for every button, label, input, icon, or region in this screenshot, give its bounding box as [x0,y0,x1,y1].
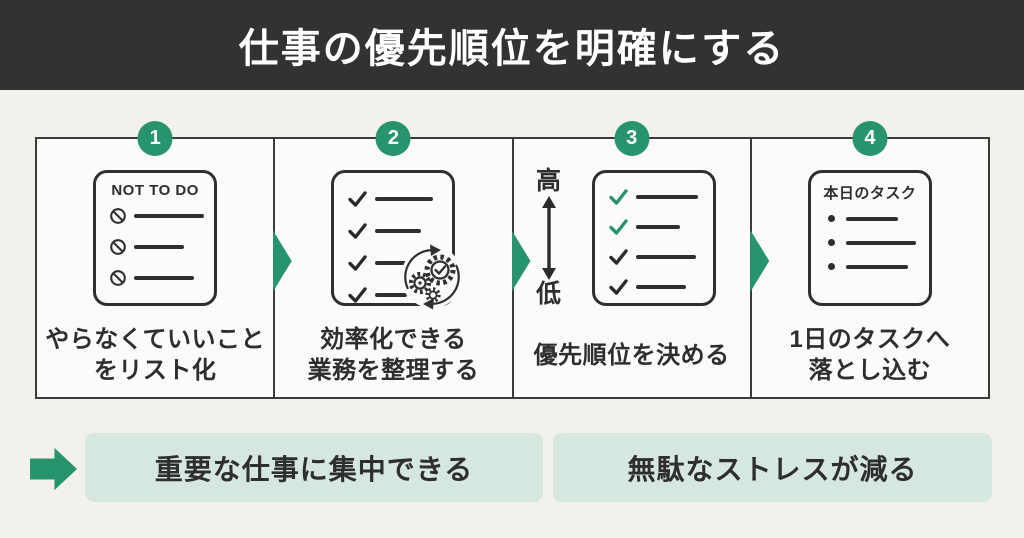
bullet-icon [827,215,835,222]
step-label-line: やらなくていいこと [45,326,266,353]
step-label: 1日のタスクへ 落とし込む [752,324,988,386]
bullet-icon [827,239,835,246]
list-row [824,239,929,246]
outcome-box-2: 無駄なストレスが減る [553,433,992,502]
daily-task-list-icon: 本日のタスク [807,170,932,306]
scale-low-label: 低 [535,280,561,308]
steps-row: 1 NOT TO DO [35,121,990,399]
double-arrow-icon [541,196,556,280]
list-row [608,248,713,266]
page-title: 仕事の優先順位を明確にする [238,27,786,71]
step-label-line: 優先順位を決める [533,342,730,369]
list-row [824,215,929,222]
list-line [134,214,205,218]
outcome-text: 重要な仕事に集中できる [154,453,474,485]
list-row [824,263,929,270]
step-card-4: 4 本日のタスク [749,121,990,399]
step-card-3: 3 高 低 [511,121,752,399]
checklist-icon [331,170,464,310]
step-label-line: 落とし込む [808,357,932,384]
not-to-do-list-icon: NOT TO DO [93,170,218,306]
prohibition-icon [110,208,126,224]
step-label-line: 業務を整理する [307,357,480,384]
list-row [109,238,214,256]
list-line [845,240,916,245]
list-line [134,245,185,249]
priority-checklist-icon [591,170,716,306]
list-line [635,225,680,229]
gears-sync-icon [401,244,464,310]
high-low-scale: 高 低 [531,169,567,315]
checkmark-icon-green [609,189,628,205]
list-rows [334,190,452,304]
card-title: 本日のタスク [823,185,917,202]
step-label-line: 1日のタスクへ [789,326,951,353]
checkmark-icon [348,191,368,207]
list-line [375,197,434,201]
scale-high-label: 高 [535,167,561,195]
prohibition-icon [110,270,126,286]
list-row [347,190,452,208]
step-number-badge: 3 [614,121,650,156]
step-number-badge: 2 [375,121,411,156]
list-line [635,195,698,199]
list-row [109,269,214,287]
step-label: 効率化できる 業務を整理する [275,324,511,386]
list-row [608,188,713,206]
step-card-2: 2 [273,121,514,399]
list-row [347,254,452,272]
checkmark-icon [348,287,368,303]
list-rows [96,207,214,287]
list-row [608,218,713,236]
step-label: 優先順位を決める [514,340,750,371]
list-line [635,285,686,289]
bullet-icon [827,263,835,270]
checkmark-icon [348,223,368,239]
list-line [134,276,195,280]
outcome-box-1: 重要な仕事に集中できる [85,433,543,502]
checkmark-icon [609,279,628,295]
step-label-line: 効率化できる [320,326,467,353]
prohibition-icon [110,239,126,255]
card-title: NOT TO DO [111,182,199,199]
list-row [347,286,452,304]
list-line [845,264,908,269]
checkmark-icon-green [609,219,628,235]
list-rows [811,215,929,270]
list-line [375,261,413,265]
list-row [109,207,214,225]
checkmark-icon [609,249,628,265]
list-row [608,278,713,296]
step-label: やらなくていいこと をリスト化 [37,324,273,386]
title-bar: 仕事の優先順位を明確にする [0,0,1024,90]
outcome-text: 無駄なストレスが減る [627,453,918,485]
block-arrow-icon [30,447,77,491]
list-line [375,293,408,297]
list-line [375,229,422,233]
list-line [845,216,898,221]
list-row [347,222,452,240]
checkmark-icon [348,255,368,271]
list-rows [595,188,713,296]
step-number-badge: 4 [852,121,888,156]
list-line [635,255,696,259]
step-number-badge: 1 [137,121,173,156]
step-label-line: をリスト化 [93,357,217,384]
step-card-1: 1 NOT TO DO [35,121,276,399]
